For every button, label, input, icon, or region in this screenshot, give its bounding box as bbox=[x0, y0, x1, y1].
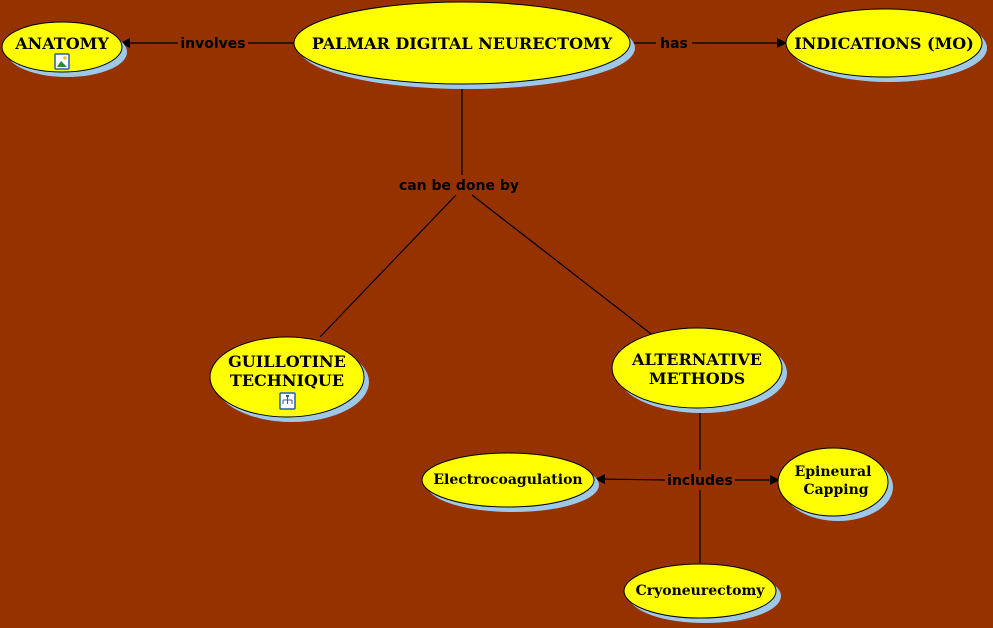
link-label-can-be-done-by[interactable]: can be done by bbox=[399, 178, 519, 194]
concept-label-line1: ALTERNATIVE bbox=[631, 350, 762, 369]
concept-label-line2: METHODS bbox=[649, 369, 745, 388]
link-line-to-electro bbox=[595, 474, 666, 485]
link-label-includes[interactable]: includes bbox=[667, 473, 733, 489]
concept-label-line2: Capping bbox=[803, 482, 868, 498]
concept-label: ANATOMY bbox=[14, 34, 109, 53]
concept-palmar-digital-neurectomy[interactable]: PALMAR DIGITAL NEURECTOMY bbox=[293, 1, 635, 89]
link-line-to-guillotine bbox=[319, 194, 457, 338]
concept-label: Cryoneurectomy bbox=[636, 583, 766, 599]
concept-alternative-methods[interactable]: ALTERNATIVE METHODS bbox=[611, 327, 787, 413]
concept-label-line2: TECHNIQUE bbox=[230, 371, 344, 390]
connections bbox=[120, 38, 787, 563]
concept-electrocoagulation[interactable]: Electrocoagulation bbox=[421, 452, 599, 512]
concept-cryoneurectomy[interactable]: Cryoneurectomy bbox=[623, 563, 781, 623]
concept-guillotine-technique[interactable]: GUILLOTINE TECHNIQUE bbox=[209, 336, 369, 422]
concept-indications[interactable]: INDICATIONS (MO) bbox=[785, 8, 987, 82]
concept-label-line1: GUILLOTINE bbox=[228, 352, 346, 371]
concept-label: Electrocoagulation bbox=[433, 472, 582, 488]
link-label-involves[interactable]: involves bbox=[180, 36, 245, 52]
concept-map-icon[interactable] bbox=[279, 392, 296, 410]
link-label-has[interactable]: has bbox=[660, 36, 688, 52]
concept-label: INDICATIONS (MO) bbox=[794, 34, 974, 53]
concept-anatomy[interactable]: ANATOMY bbox=[1, 21, 127, 77]
image-icon[interactable] bbox=[54, 53, 70, 70]
concept-label-line1: Epineural bbox=[795, 464, 872, 480]
concept-epineural-capping[interactable]: Epineural Capping bbox=[777, 447, 893, 521]
link-line-to-alternative bbox=[471, 194, 656, 338]
concept-label: PALMAR DIGITAL NEURECTOMY bbox=[312, 34, 613, 53]
